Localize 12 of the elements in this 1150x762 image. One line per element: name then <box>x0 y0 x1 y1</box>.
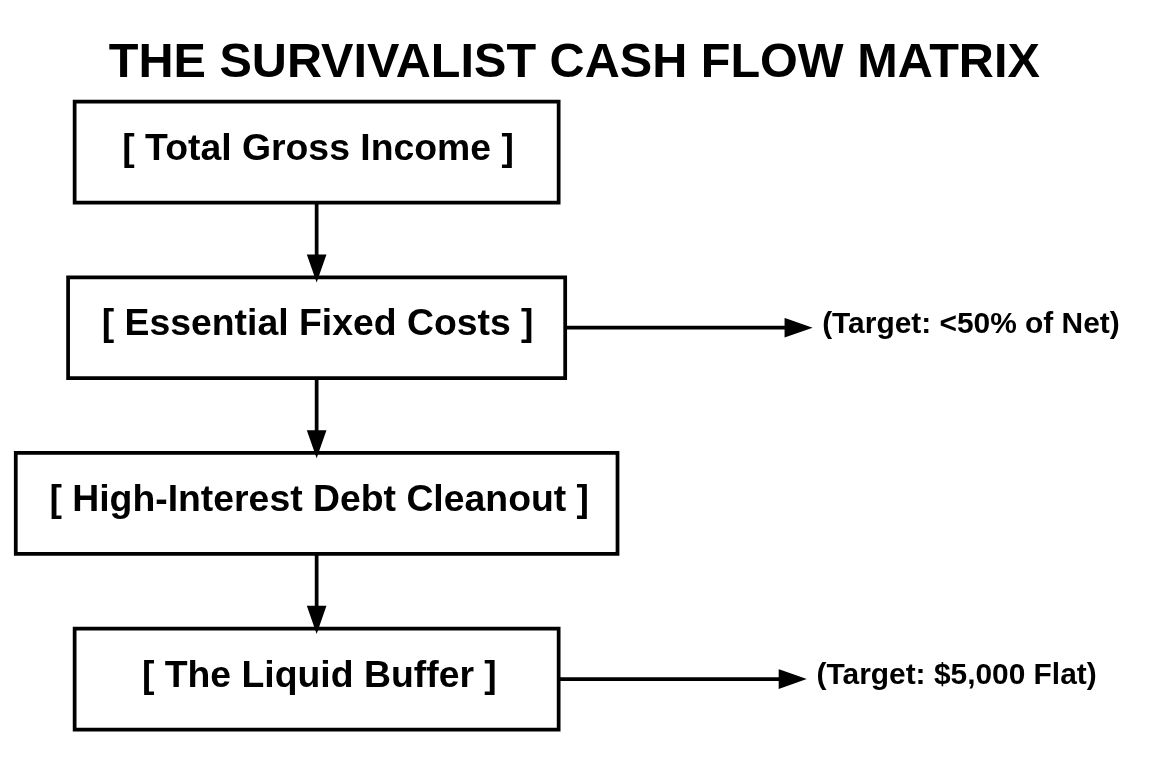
node-text: (Target: $5,000 Flat) <box>816 657 1097 691</box>
node-box: [ The Liquid Buffer ] <box>72 626 561 732</box>
arrow <box>306 202 327 283</box>
arrow <box>565 317 813 338</box>
node-box: [ Total Gross Income ] <box>72 99 561 205</box>
arrow <box>306 378 327 459</box>
diagram-title: THE SURVIVALIST CASH FLOW MATRIX <box>108 32 1040 87</box>
node-text: (Target: <50% of Net) <box>822 305 1120 339</box>
arrow <box>306 554 327 634</box>
arrow <box>558 669 807 689</box>
node-box: [ High-Interest Debt Cleanout ] <box>13 451 620 556</box>
node-box: [ Essential Fixed Costs ] <box>66 275 568 381</box>
